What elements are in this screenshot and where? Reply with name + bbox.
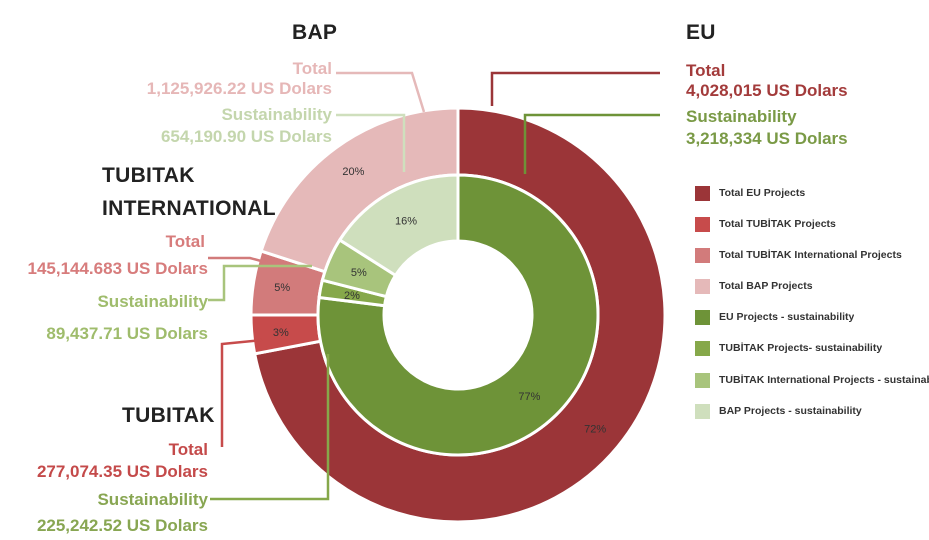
- inner-slice-label-bap-projects-sustainability: 16%: [395, 215, 417, 227]
- legend-label: Total TUBİTAK Projects: [719, 218, 836, 231]
- legend-item: Total TUBİTAK International Projects: [695, 248, 929, 279]
- legend-swatch: [695, 186, 710, 201]
- chart-legend: Total EU Projects Total TUBİTAK Projects…: [695, 186, 929, 435]
- tubitak-international-title-line2: INTERNATIONAL: [102, 197, 276, 220]
- bap-total-label: Total: [292, 59, 332, 78]
- bap-total-value: 1,125,926.22 US Dolars: [146, 79, 332, 98]
- leader-bap-total: [336, 71, 426, 113]
- legend-label: TUBİTAK International Projects - sustain…: [719, 373, 929, 386]
- legend-swatch: [695, 279, 710, 295]
- outer-ring: [249, 106, 667, 524]
- leader-tubitak-sus: [210, 354, 330, 501]
- inner-slice-bap-projects-sustainability: [337, 173, 460, 278]
- tubitak-international-total-label: Total: [165, 232, 205, 251]
- legend-swatch: [695, 310, 710, 326]
- legend-item: EU Projects - sustainability: [695, 310, 929, 341]
- slice-labels: 72% 3% 5% 20% 77% 2% 5% 16%: [273, 166, 607, 435]
- outer-slice-label-total-bap-projects: 20%: [342, 166, 364, 178]
- outer-slice-label-total-tubi-tak-projects: 3%: [273, 327, 289, 339]
- legend-label: Total BAP Projects: [719, 280, 813, 293]
- inner-slice-label-tubi-tak-international-projects-sustainability: 5%: [351, 267, 367, 279]
- tubitak-sus-label: Sustainability: [97, 490, 208, 509]
- leader-tint-sus: [208, 264, 312, 302]
- tubitak-total-label: Total: [168, 440, 208, 459]
- legend-item: TUBİTAK International Projects - sustain…: [695, 372, 929, 404]
- tubitak-international-sus-value: 89,437.71 US Dolars: [46, 324, 208, 343]
- legend-item: TUBİTAK Projects- sustainability: [695, 341, 929, 372]
- eu-sus-value: 3,218,334 US Dolars: [686, 129, 848, 148]
- legend-label: Total EU Projects: [719, 187, 806, 199]
- tubitak-international-total-value: 145,144.683 US Dolars: [27, 259, 208, 278]
- legend-label: TUBİTAK Projects- sustainability: [719, 342, 883, 355]
- tubitak-title: TUBITAK: [122, 404, 215, 427]
- bap-title: BAP: [292, 21, 338, 44]
- legend-swatch: [695, 403, 710, 419]
- tubitak-international-title-line1: TUBITAK: [102, 164, 195, 187]
- legend-swatch: [695, 372, 710, 388]
- legend-label: Total TUBİTAK International Projects: [719, 249, 902, 262]
- bap-sus-label: Sustainability: [221, 105, 332, 124]
- legend-swatch: [695, 248, 710, 264]
- leader-eu-total: [490, 71, 660, 106]
- eu-total-value: 4,028,015 US Dolars: [686, 81, 848, 100]
- leader-tint-total: [208, 256, 273, 266]
- legend-swatch: [695, 217, 710, 233]
- eu-total-label: Total: [686, 61, 726, 80]
- legend-item: Total EU Projects: [695, 186, 929, 217]
- legend-label: BAP Projects - sustainability: [719, 404, 862, 417]
- bap-sus-value: 654,190.90 US Dolars: [160, 127, 332, 146]
- eu-title: EU: [686, 21, 716, 44]
- outer-slice-label-total-eu-projects: 72%: [584, 423, 606, 435]
- legend-item: Total BAP Projects: [695, 279, 929, 310]
- outer-slice-label-total-tubi-tak-international-projects: 5%: [274, 282, 290, 294]
- legend-swatch: [695, 341, 710, 357]
- leader-lines: [208, 71, 660, 501]
- tubitak-total-value: 277,074.35 US Dolars: [36, 462, 208, 481]
- legend-item: Total TUBİTAK Projects: [695, 217, 929, 248]
- leader-eu-sus: [523, 113, 660, 174]
- inner-ring: [316, 173, 600, 457]
- legend-label: EU Projects - sustainability: [719, 311, 855, 324]
- eu-sus-label: Sustainability: [686, 107, 797, 126]
- leader-tubitak-total: [220, 338, 263, 447]
- tubitak-sus-value: 225,242.52 US Dolars: [36, 516, 208, 535]
- legend-item: BAP Projects - sustainability: [695, 403, 929, 435]
- leader-bap-sus: [336, 113, 406, 172]
- inner-slice-label-tubi-tak-projects-sustainability: 2%: [344, 290, 360, 302]
- tubitak-international-sus-label: Sustainability: [97, 292, 208, 311]
- inner-slice-label-eu-projects-sustainability: 77%: [518, 391, 540, 403]
